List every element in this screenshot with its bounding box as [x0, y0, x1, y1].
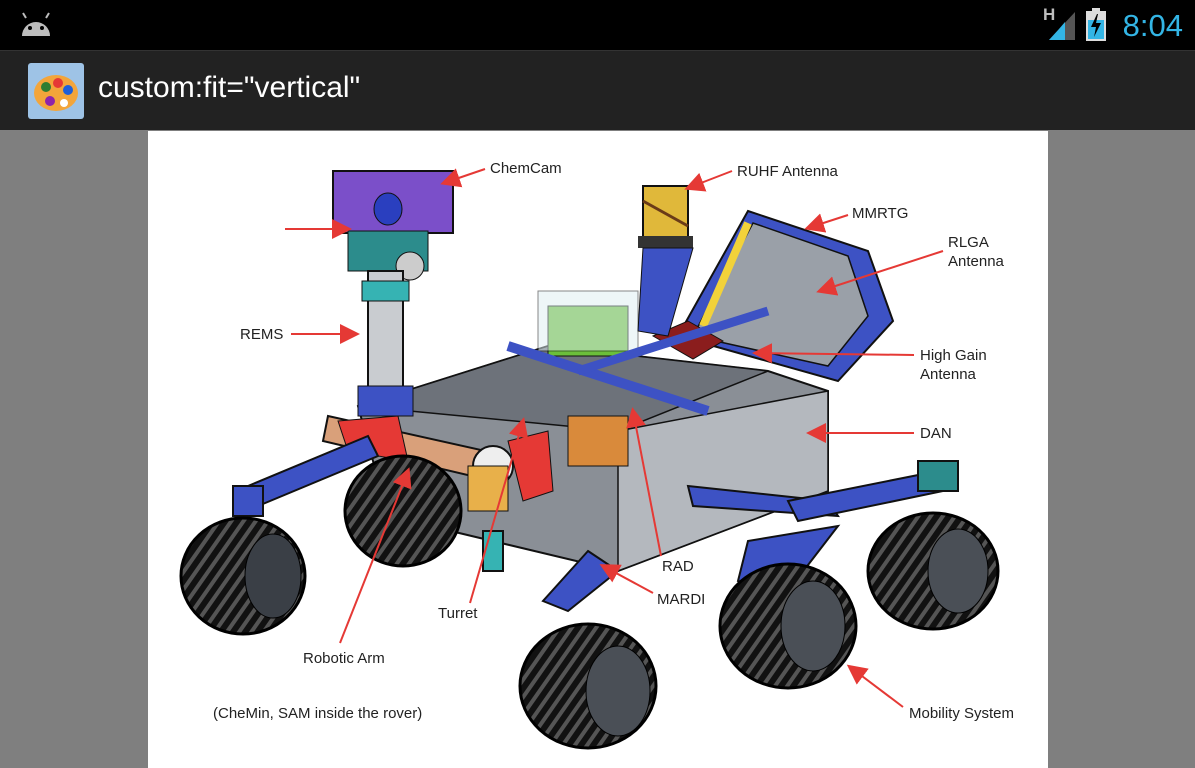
- rover-body: [356, 290, 829, 573]
- label-mardi: MARDI: [657, 591, 706, 608]
- label-chemcam: ChemCam: [490, 160, 562, 177]
- label-turret: Turret: [438, 605, 478, 622]
- label-ruhf-antenna: RUHF Antenna: [737, 163, 838, 180]
- paint-palette-icon[interactable]: [28, 63, 84, 119]
- label-dan: DAN: [920, 425, 952, 442]
- ruhf-antenna: [637, 185, 694, 337]
- label-high-gain-antenna: High Gain Antenna: [920, 347, 987, 383]
- wheel-front-right: [866, 511, 1000, 631]
- rover-diagram-image: ChemCam RUHF Antenna MMRTG RLGA Antenna …: [148, 131, 1048, 768]
- label-mobility-system: Mobility System: [909, 705, 1015, 722]
- rover-illustration: [179, 168, 1000, 750]
- label-robotic-arm: Robotic Arm: [303, 650, 385, 667]
- diagram-note: (CheMin, SAM inside the rover): [213, 705, 423, 722]
- wheels: [179, 454, 1000, 750]
- mmrtg-unit: [676, 209, 895, 383]
- network-type-label: H: [1043, 5, 1056, 24]
- remote-sensing-mast: [332, 170, 454, 417]
- label-mmrtg: MMRTG: [852, 205, 909, 222]
- clock: 8:04: [1122, 8, 1183, 43]
- label-rlga-antenna: RLGA Antenna: [948, 234, 1004, 270]
- status-bar: H 8:04: [0, 0, 1195, 50]
- callout-arrows: [285, 168, 944, 708]
- action-bar: custom:fit="vertical": [0, 50, 1195, 130]
- label-rems: REMS: [240, 326, 284, 343]
- label-rad: RAD: [662, 558, 694, 575]
- battery-charging-icon: [1086, 8, 1106, 41]
- signal-icon: [1049, 12, 1075, 40]
- wheel-front-left: [179, 516, 307, 636]
- wheel-mid-right: [718, 562, 858, 690]
- android-icon: [22, 12, 50, 36]
- page-title: custom:fit="vertical": [98, 71, 361, 104]
- wheel-rear-left: [518, 622, 658, 750]
- wheel-mid-left: [343, 454, 463, 568]
